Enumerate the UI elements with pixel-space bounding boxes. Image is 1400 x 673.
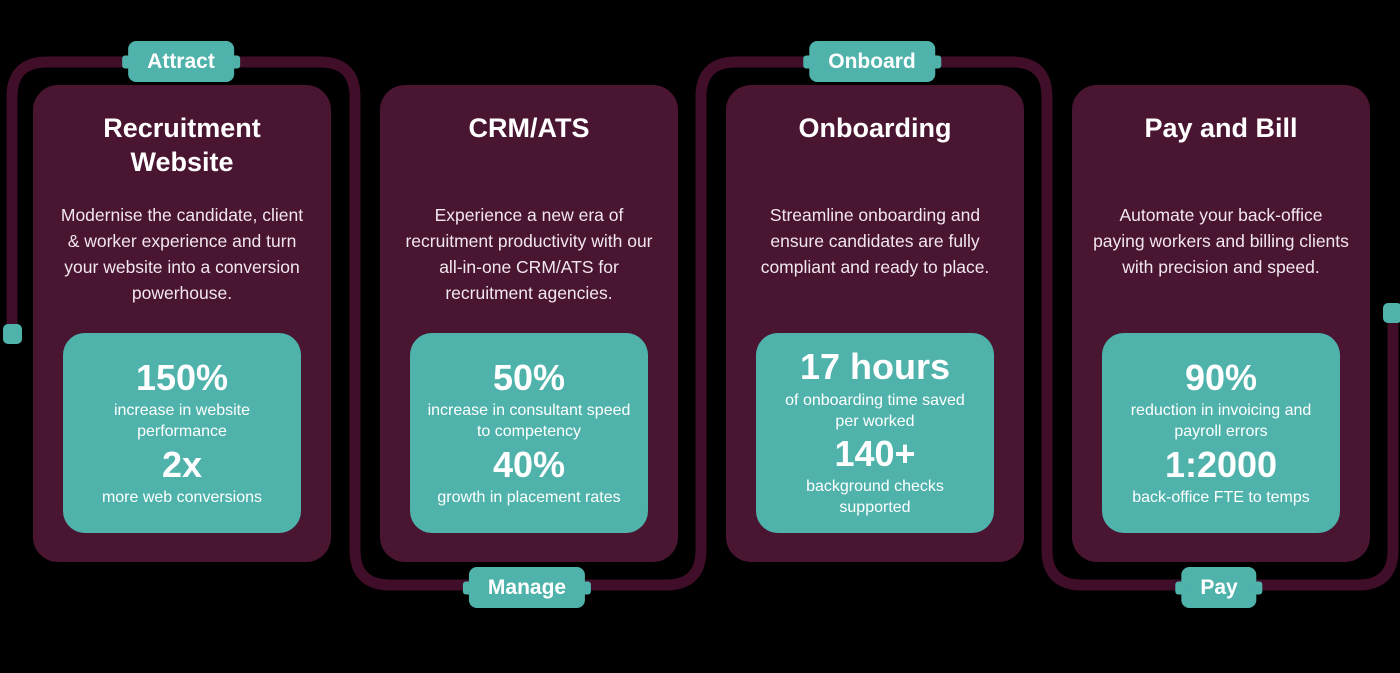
stat-caption: back-office FTE to temps — [1132, 488, 1310, 506]
card-description: Automate your back-office paying workers… — [1093, 205, 1349, 277]
stat-value: 17 hours — [799, 346, 951, 388]
stat-value: 1:2000 — [1164, 443, 1278, 485]
card-description: Modernise the candidate, client & worker… — [60, 205, 304, 303]
stat-caption: growth in placement rates — [437, 488, 621, 506]
card-pay-and-bill: Pay and Bill Automate your back-office p… — [1072, 85, 1370, 562]
stat-caption: of onboarding time saved per worked — [785, 391, 965, 430]
card-onboarding: Onboarding Streamline onboarding and ens… — [726, 85, 1024, 562]
stat-caption: increase in website performance — [113, 402, 251, 441]
stat-value: 40% — [492, 443, 566, 485]
stat-value: 50% — [492, 357, 566, 399]
card-description: Streamline onboarding and ensure candida… — [760, 205, 990, 277]
flow-stage-badge-pay: Pay — [1181, 567, 1257, 609]
stats-panel: 150% increase in website performance 2x … — [63, 333, 301, 533]
stat-caption: increase in consultant speed to competen… — [427, 402, 631, 441]
card-title: Recruitment Website — [103, 113, 261, 178]
stats-panel: 90% reduction in invoicing and payroll e… — [1102, 333, 1340, 533]
card-description: Experience a new era of recruitment prod… — [405, 205, 653, 303]
stat-value: 90% — [1184, 357, 1258, 399]
stat-caption: more web conversions — [101, 488, 263, 506]
stats-panel: 17 hours of onboarding time saved per wo… — [756, 333, 994, 533]
card-recruitment-website: Recruitment Website Modernise the candid… — [33, 85, 331, 562]
flow-stage-badge-attract: Attract — [128, 41, 234, 83]
stat-value: 150% — [135, 357, 229, 399]
flow-stage-badge-onboard: Onboard — [809, 41, 935, 83]
stat-value: 140+ — [834, 433, 916, 474]
stats-panel: 50% increase in consultant speed to comp… — [410, 333, 648, 533]
card-title: Onboarding — [798, 113, 952, 143]
stat-caption: reduction in invoicing and payroll error… — [1130, 402, 1312, 441]
card-crm-ats: CRM/ATS Experience a new era of recruitm… — [380, 85, 678, 562]
flow-start-cap — [3, 324, 22, 344]
flow-path-line — [6, 56, 1399, 591]
card-title: Pay and Bill — [1144, 113, 1298, 143]
stat-value: 2x — [161, 443, 203, 485]
card-title: CRM/ATS — [468, 113, 590, 143]
flow-stage-badge-manage: Manage — [468, 567, 586, 609]
stat-caption: background checks supported — [806, 478, 944, 517]
flow-end-cap — [1383, 303, 1400, 323]
